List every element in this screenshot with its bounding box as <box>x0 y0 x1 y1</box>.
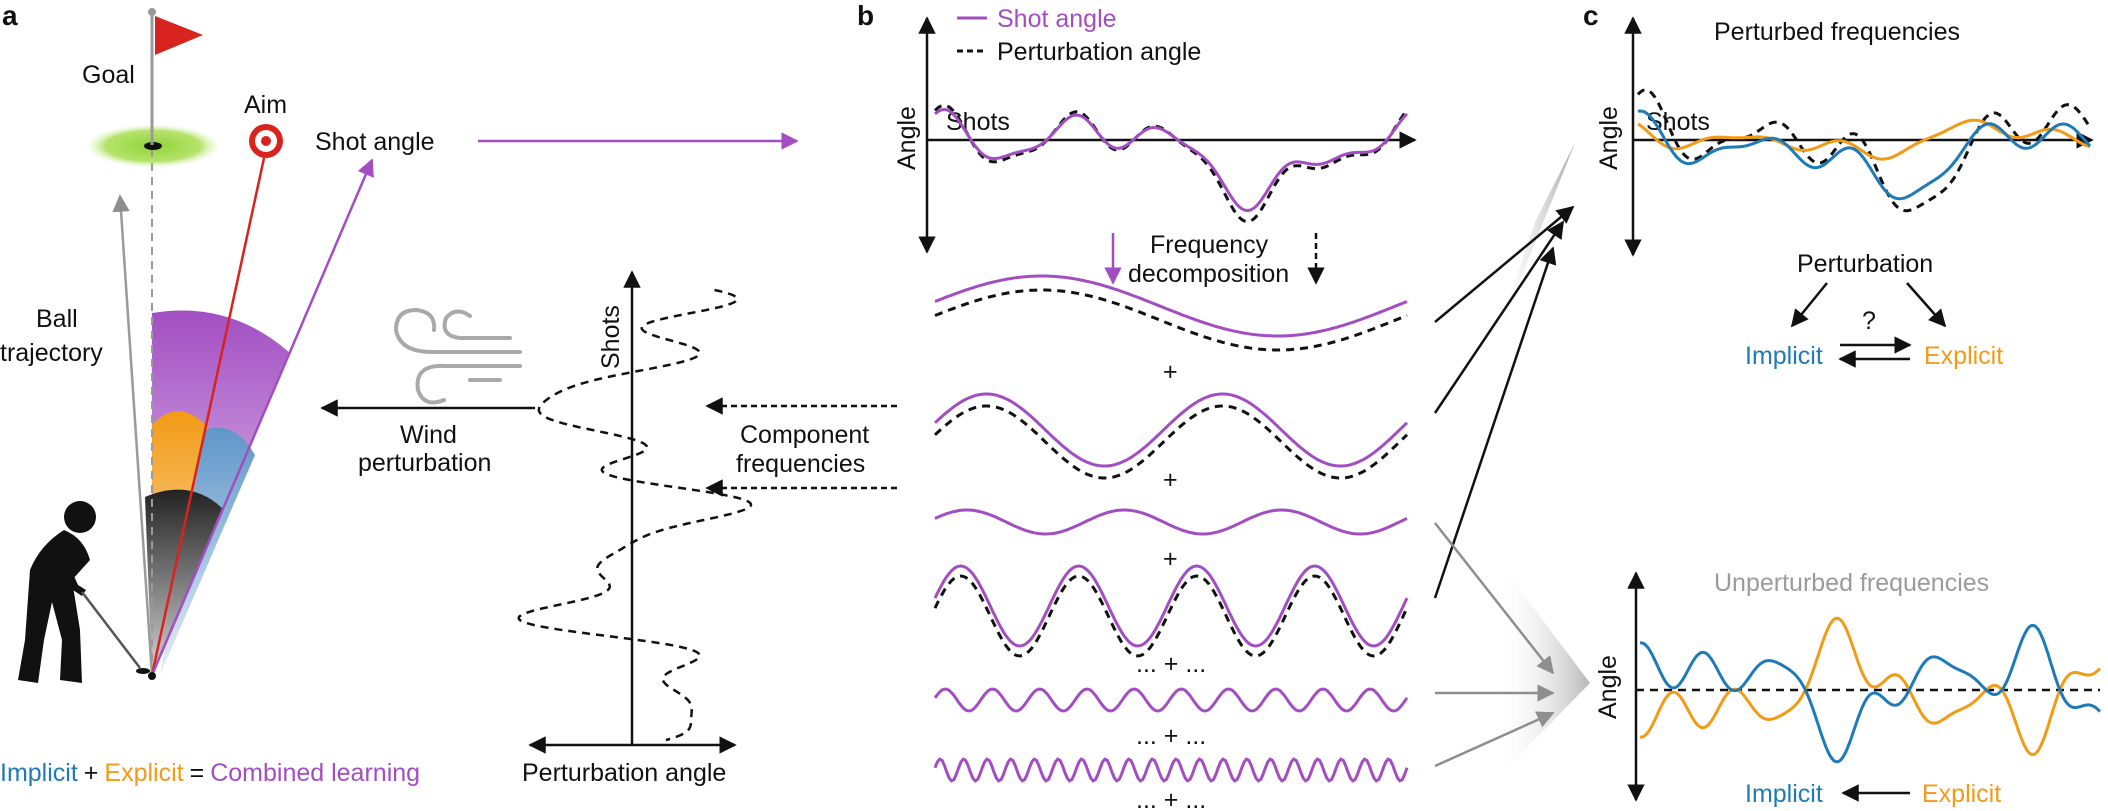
panel-c: c Perturbed frequencies Angle Shots Pert… <box>1583 0 2102 808</box>
unperturbed-title: Unperturbed frequencies <box>1714 569 1989 597</box>
combined-learning-equation: Implicit+Explicit=Combined learning <box>0 759 420 787</box>
eq-equals: = <box>190 759 205 787</box>
plus-1: + <box>1163 358 1178 386</box>
route-arrow-c2 <box>1433 220 1565 414</box>
c-perturbation-signal <box>1636 88 2092 213</box>
shot-angle-label: Shot angle <box>315 128 435 156</box>
c-top-shots-label: Shots <box>1646 108 1710 136</box>
panel-a: a Goal Aim Shot angle Ball traje <box>0 0 799 787</box>
perturbation-angle-axis-label: Perturbation angle <box>522 759 726 787</box>
wind-label: Wind <box>400 421 457 449</box>
decomposition-label: decomposition <box>1128 260 1289 288</box>
component-2-pert <box>933 404 1409 480</box>
c-implicit-label: Implicit <box>1745 342 1823 370</box>
component-5-shot <box>933 687 1409 713</box>
pert-to-explicit-arrow <box>1906 282 1947 328</box>
component-1-shot <box>934 274 1408 338</box>
perturbed-funnel <box>1490 143 1575 355</box>
unperturbed-funnel <box>1495 570 1590 780</box>
c-perturbation-label: Perturbation <box>1797 250 1933 278</box>
component-2-shot <box>933 392 1409 468</box>
route-arrow-c3 <box>1434 522 1555 675</box>
c-explicit-signal <box>1637 118 2091 161</box>
shots-axis-label-a: Shots <box>597 305 625 369</box>
aim-line <box>150 157 266 676</box>
ball-trajectory-arrow <box>112 194 154 676</box>
dots-plus-3: ... + ... <box>1136 786 1206 811</box>
shot-angle-arrow <box>150 158 374 676</box>
dots-plus-1: ... + ... <box>1136 650 1206 678</box>
component-3-shot <box>934 508 1408 536</box>
plus-2: + <box>1163 466 1178 494</box>
c-explicit-label: Explicit <box>1924 342 2003 370</box>
flag-icon <box>148 8 203 145</box>
panel-c-letter: c <box>1583 0 1599 31</box>
question-mark: ? <box>1862 307 1876 335</box>
component-6-shot <box>933 757 1409 783</box>
golfer-silhouette <box>18 501 150 683</box>
c-bottom-implicit-label: Implicit <box>1745 780 1823 808</box>
frequency-label: Frequency <box>1150 231 1269 259</box>
panel-b-letter: b <box>857 0 874 31</box>
goal-label: Goal <box>82 61 135 89</box>
eq-implicit: Implicit <box>0 759 78 787</box>
b-angle-label: Angle <box>893 106 921 170</box>
dots-plus-2: ... + ... <box>1136 722 1206 750</box>
panel-a-letter: a <box>2 0 18 31</box>
routing-arrows <box>1433 143 1590 780</box>
route-arrow-c1 <box>1434 205 1575 323</box>
ball-label: Ball <box>36 305 78 333</box>
c-top-angle-label: Angle <box>1595 106 1623 170</box>
c-bottom-implicit-signal <box>1639 623 2102 764</box>
perturbed-title: Perturbed frequencies <box>1714 18 1960 46</box>
plus-3: + <box>1163 545 1178 573</box>
legend-shot-label: Shot angle <box>997 5 1117 33</box>
c-implicit-signal <box>1637 109 2092 201</box>
wind-icon <box>393 307 522 405</box>
component-4-pert <box>933 574 1409 658</box>
c-bottom-explicit-signal <box>1639 616 2102 757</box>
b-shot-signal <box>934 108 1409 212</box>
eq-plus: + <box>84 759 99 787</box>
eq-combined: Combined learning <box>210 759 420 787</box>
panel-b: b Shot angle Perturbation angle Angle Sh… <box>705 0 1417 811</box>
c-bottom-angle-label: Angle <box>1594 655 1622 719</box>
perturbation-time-series <box>517 288 753 742</box>
b-shots-label: Shots <box>946 108 1010 136</box>
route-arrow-c6 <box>1434 711 1555 768</box>
combined-baseline-sector <box>145 489 222 675</box>
eq-explicit: Explicit <box>104 759 183 787</box>
frequencies-label: frequencies <box>736 450 865 478</box>
perturbation-label: perturbation <box>358 449 491 477</box>
trajectory-label: trajectory <box>0 339 103 367</box>
pert-to-implicit-arrow <box>1790 282 1828 328</box>
component-4-shot <box>933 564 1409 648</box>
target-icon <box>249 124 283 158</box>
route-arrow-c4 <box>1433 246 1557 599</box>
golf-hole <box>144 142 162 150</box>
aim-label: Aim <box>244 91 287 119</box>
legend-pert-label: Perturbation angle <box>997 38 1201 66</box>
component-1-pert <box>934 288 1408 352</box>
c-bottom-explicit-label: Explicit <box>1922 780 2001 808</box>
golf-ball <box>148 672 156 680</box>
component-label: Component <box>740 421 869 449</box>
